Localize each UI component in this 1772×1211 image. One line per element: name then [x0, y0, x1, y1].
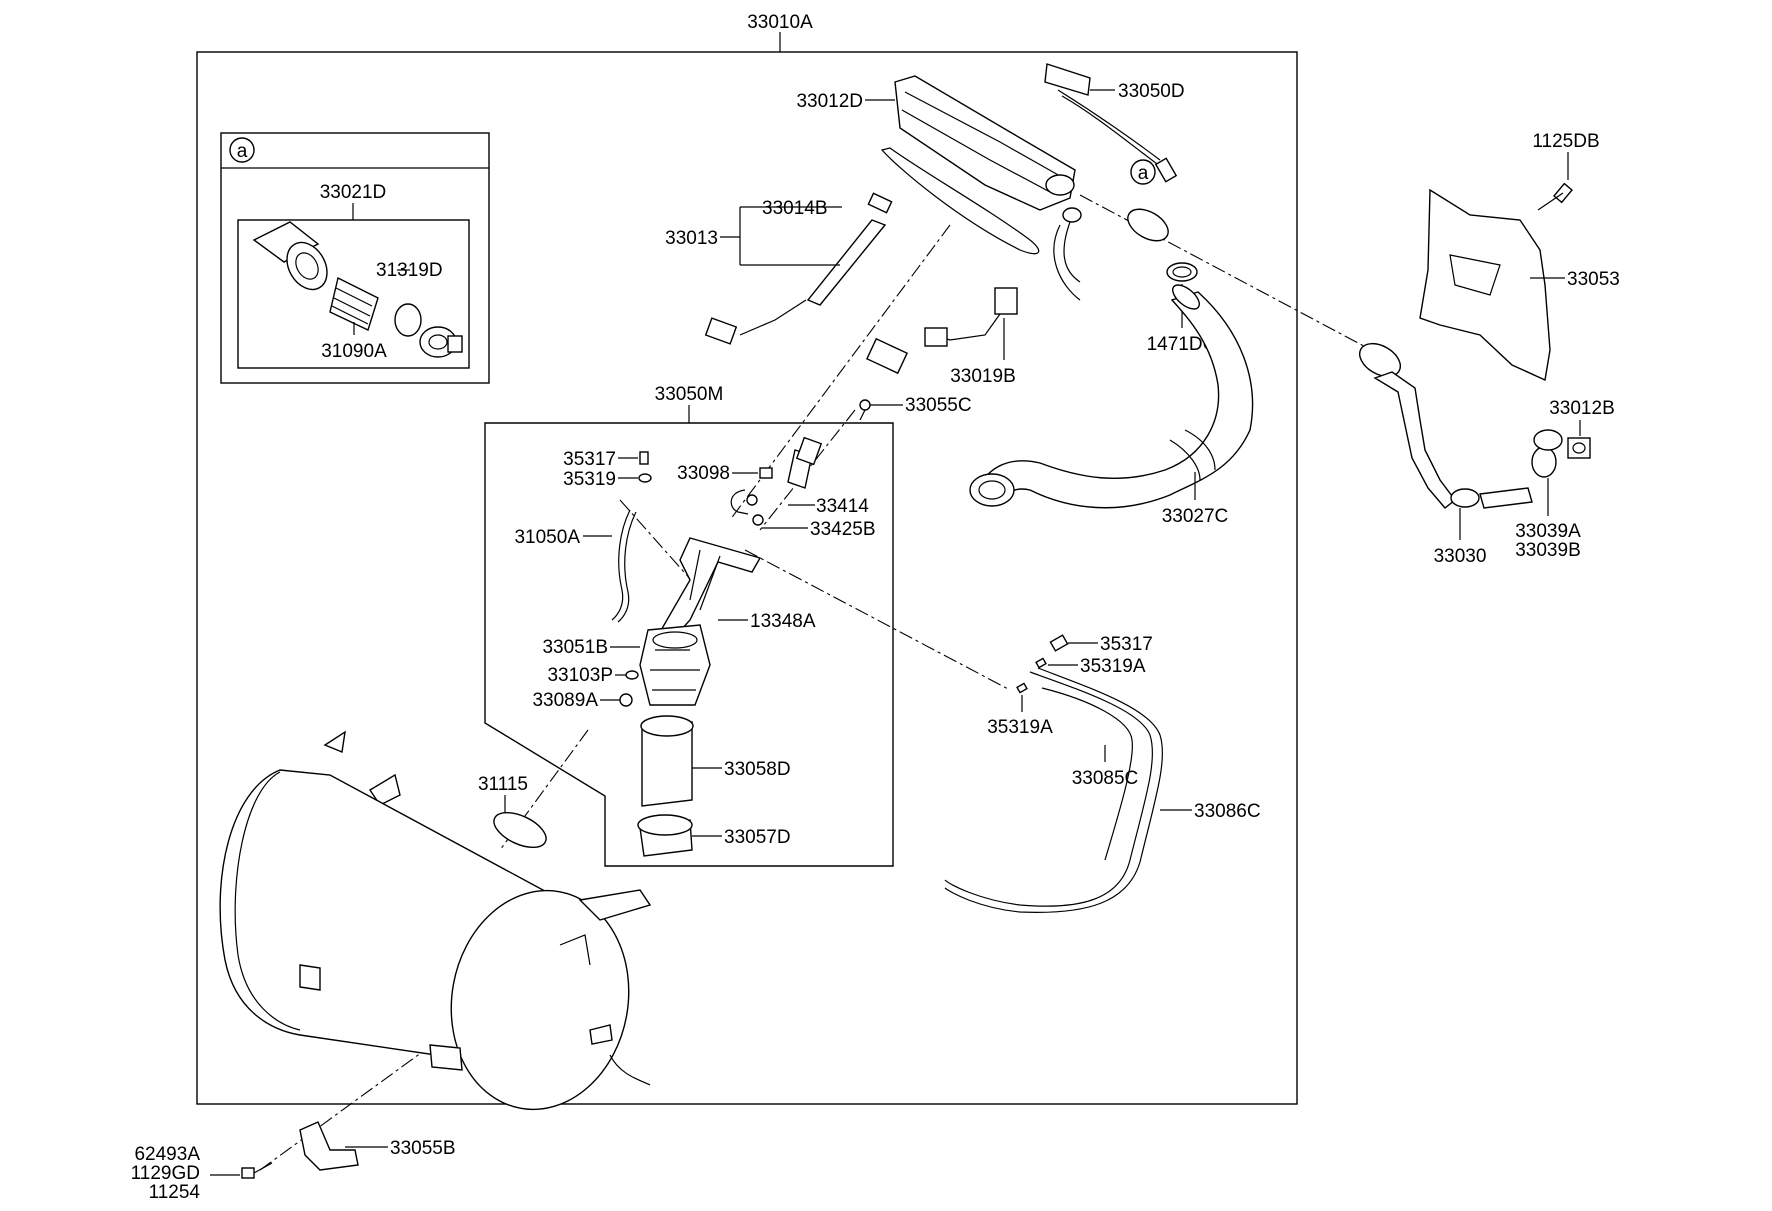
label-33057D: 33057D: [724, 827, 791, 848]
label-35319A-b: 35319A: [987, 717, 1053, 738]
label-1129GD: 1129GD: [131, 1163, 200, 1184]
label-31319D: 31319D: [376, 260, 443, 281]
tube-31050A: [611, 509, 637, 623]
label-31115: 31115: [478, 774, 528, 795]
label-35317-b: 35317: [1100, 634, 1153, 655]
sensor-assy-33019B: [866, 287, 1018, 375]
washer-35319A-a: [1035, 657, 1047, 669]
level-sender-33014B: [704, 192, 893, 345]
label-33030: 33030: [1434, 546, 1487, 567]
label-33051B: 33051B: [542, 637, 608, 658]
bolt-62493A: [241, 1162, 273, 1179]
washer-35319: [638, 473, 652, 483]
label-33021D: 33021D: [320, 182, 387, 203]
sender-plate-33012D: [894, 75, 1082, 301]
label-13348A: 13348A: [750, 611, 816, 632]
wire-harness-33050D: [1044, 63, 1178, 183]
detail-a-frame: [220, 132, 490, 384]
gasket-seal-line: [880, 147, 1040, 255]
filter-element-31090A: [329, 276, 379, 331]
fuel-tank: [219, 730, 652, 1111]
label-33098: 33098: [677, 463, 730, 484]
pump-body-33051B: [639, 624, 711, 706]
detail-a-marker-2: a: [1138, 163, 1149, 184]
detail-a-marker: a: [237, 141, 248, 162]
label-33050D: 33050D: [1118, 81, 1185, 102]
label-35319A-a: 35319A: [1080, 656, 1146, 677]
bracket-33055B: [299, 1121, 359, 1171]
label-33019B: 33019B: [950, 366, 1016, 387]
bolt-35317-a: [639, 451, 649, 465]
connector-33098: [759, 436, 823, 489]
label-33012B: 33012B: [1549, 398, 1615, 419]
label-33039B: 33039B: [1515, 540, 1581, 561]
bracket-13348A: [659, 537, 762, 641]
pump-module-frame: [484, 422, 894, 867]
label-33013: 33013: [665, 228, 718, 249]
label-35319: 35319: [563, 469, 616, 490]
label-62493A: 62493A: [134, 1144, 200, 1165]
main-assembly-frame: [196, 51, 1298, 1105]
label-31050A: 31050A: [514, 527, 580, 548]
filler-hose-33030: [1359, 342, 1533, 509]
label-33039A: 33039A: [1515, 521, 1581, 542]
label-31090A: 31090A: [321, 341, 387, 362]
nut-33089A: [619, 693, 633, 707]
label-33414: 33414: [816, 496, 869, 517]
cap-33012B: [1567, 437, 1591, 459]
label-33050M: 33050M: [655, 384, 724, 405]
filter-cap: [419, 326, 463, 358]
washer-35319A-b: [1016, 682, 1028, 694]
screw-33055C: [859, 399, 871, 421]
label-33055C: 33055C: [905, 395, 972, 416]
label-33053: 33053: [1567, 269, 1620, 290]
oring-31319D: [394, 303, 422, 337]
hose-clamp-1471DG: [1166, 262, 1198, 282]
tubes-33085C-33086C: [944, 667, 1163, 914]
label-1471DG: 1471DG: [1147, 334, 1218, 355]
label-33010A: 33010A: [747, 12, 813, 33]
label-33103P: 33103P: [547, 665, 613, 686]
filler-neck-hose-33027C: [969, 284, 1254, 509]
label-33086C: 33086C: [1194, 801, 1261, 822]
cover-33053: [1419, 188, 1551, 382]
ring-33057D: [637, 814, 693, 857]
label-33012D: 33012D: [796, 91, 863, 112]
packing-31115: [493, 811, 547, 849]
bolt-1125DB: [1537, 182, 1573, 211]
filter-housing: [252, 221, 328, 291]
gasket-33103P: [625, 670, 639, 680]
label-33058D: 33058D: [724, 759, 791, 780]
label-33089A: 33089A: [532, 690, 598, 711]
inline-filter-a: [1127, 208, 1169, 242]
seal-33039: [1531, 429, 1563, 478]
bolt-35317-b: [1049, 634, 1069, 652]
label-35317-a: 35317: [563, 449, 616, 470]
label-1125DB: 1125DB: [1532, 131, 1599, 152]
label-33014B: 33014B: [762, 198, 828, 219]
wire-33414-33425B: [730, 489, 764, 526]
filter-33058D: [640, 715, 694, 807]
label-33425B: 33425B: [810, 519, 876, 540]
label-33027C: 33027C: [1162, 506, 1229, 527]
label-33085C: 33085C: [1072, 768, 1139, 789]
label-11254: 11254: [149, 1182, 201, 1203]
label-33055B: 33055B: [390, 1138, 456, 1159]
